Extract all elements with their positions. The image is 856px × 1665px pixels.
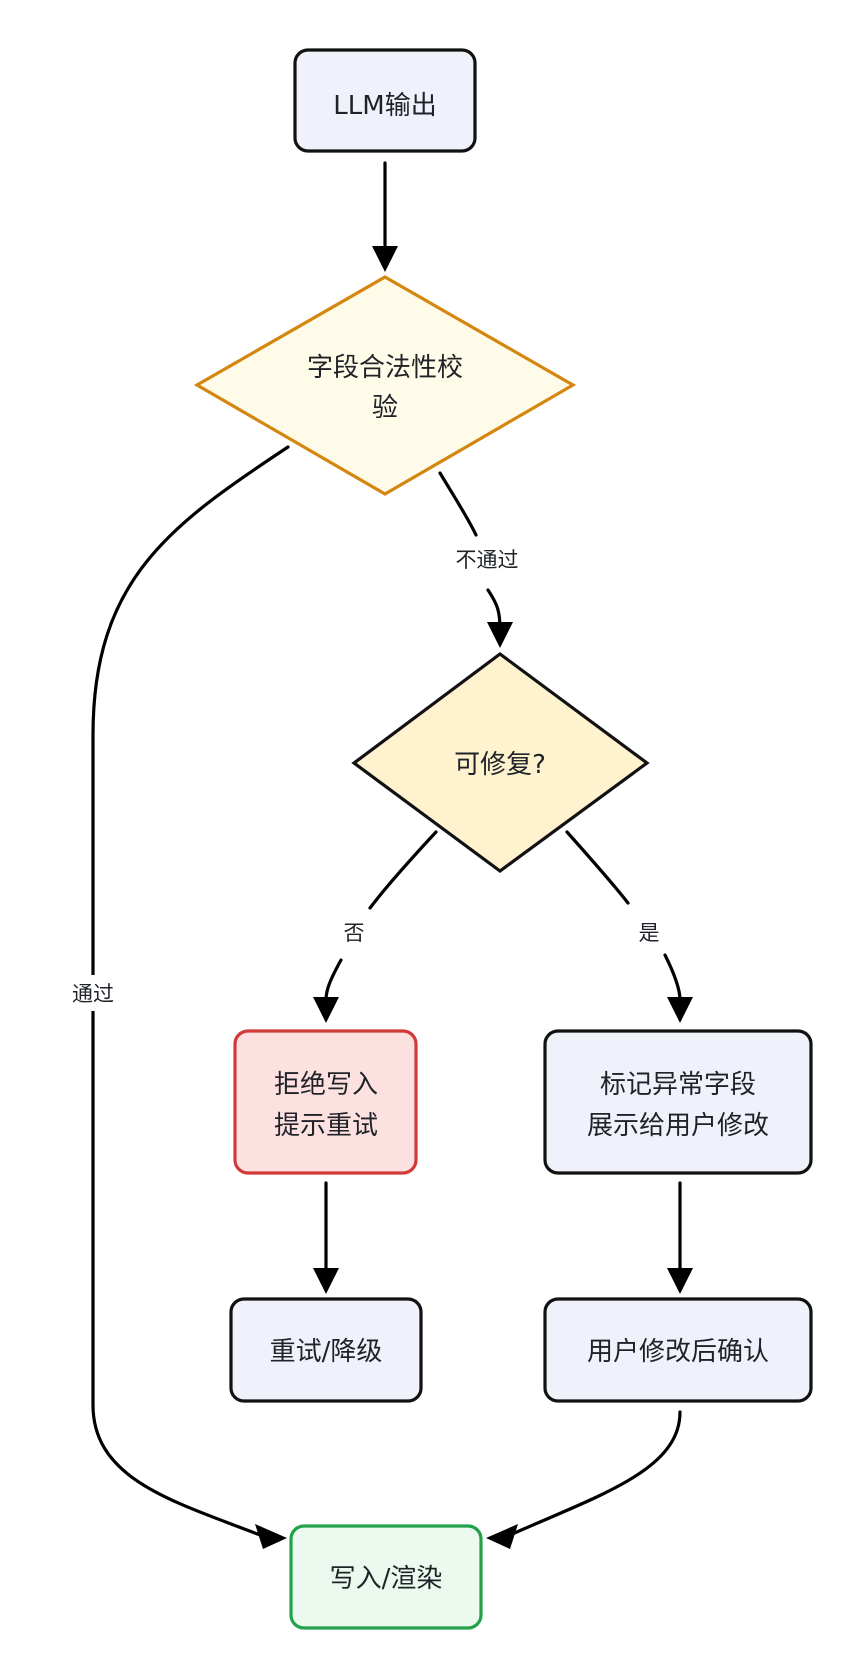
edge-label-pass-bg bbox=[60, 975, 126, 1011]
node-reject-label-line-2: 提示重试 bbox=[274, 1111, 378, 1141]
edge-output-to-check-arrowhead bbox=[372, 246, 398, 272]
node-write-label: 写入/渲染 bbox=[330, 1564, 443, 1594]
edge-label-no-bg bbox=[333, 914, 375, 950]
node-mark-box bbox=[543, 1029, 813, 1175]
edge-label-no: 否 bbox=[344, 921, 365, 945]
node-user-confirm-box bbox=[543, 1297, 813, 1403]
node-fixable-label: 可修复? bbox=[454, 750, 546, 780]
edges: 不通过 通过 否 是 bbox=[60, 161, 693, 1549]
node-write: 写入/渲染 bbox=[289, 1524, 483, 1630]
edge-label-fail-bg bbox=[446, 541, 528, 577]
node-field-check-label-line-1: 字段合法性校 bbox=[307, 353, 463, 383]
node-mark: 标记异常字段 展示给用户修改 bbox=[543, 1029, 813, 1175]
node-mark-label-line-2: 展示给用户修改 bbox=[587, 1111, 769, 1141]
node-llm-output: LLM输出 bbox=[293, 48, 477, 153]
edge-label-pass: 通过 bbox=[72, 982, 114, 1006]
edge-label-fail: 不通过 bbox=[456, 548, 519, 572]
nodes: LLM输出 字段合法性校 验 可修复? 拒绝写入 提示重试 标记异常字段 展示给… bbox=[193, 48, 813, 1630]
edge-check-to-write bbox=[91, 445, 290, 1537]
node-llm-output-label: LLM输出 bbox=[333, 91, 436, 121]
edge-fixable-to-reject-arrowhead bbox=[313, 997, 339, 1023]
node-user-confirm-label: 用户修改后确认 bbox=[587, 1337, 769, 1367]
edge-check-to-fixable-arrowhead bbox=[487, 622, 513, 648]
edge-label-yes-bg bbox=[628, 914, 670, 950]
edge-label-yes: 是 bbox=[639, 921, 660, 945]
node-reject-label-line-1: 拒绝写入 bbox=[274, 1070, 378, 1100]
edge-confirm-to-write-arrowhead bbox=[486, 1524, 518, 1549]
edge-confirm-to-write bbox=[508, 1410, 682, 1537]
edge-reject-to-retry-arrowhead bbox=[313, 1268, 339, 1294]
node-retry: 重试/降级 bbox=[229, 1297, 423, 1403]
node-retry-box bbox=[229, 1297, 423, 1403]
edge-mark-to-confirm-arrowhead bbox=[667, 1268, 693, 1294]
node-field-check-diamond bbox=[193, 275, 577, 496]
node-mark-label-line-1: 标记异常字段 bbox=[600, 1070, 756, 1100]
node-reject-box bbox=[233, 1029, 418, 1175]
node-field-check: 字段合法性校 验 bbox=[193, 275, 577, 496]
node-user-confirm: 用户修改后确认 bbox=[543, 1297, 813, 1403]
node-llm-output-box bbox=[293, 48, 477, 153]
node-fixable: 可修复? bbox=[351, 652, 650, 873]
node-field-check-label-line-2: 验 bbox=[372, 393, 398, 423]
node-retry-label: 重试/降级 bbox=[270, 1337, 383, 1367]
node-reject: 拒绝写入 提示重试 bbox=[233, 1029, 418, 1175]
node-fixable-diamond bbox=[351, 652, 650, 873]
edge-fixable-to-mark-arrowhead bbox=[667, 997, 693, 1023]
edge-check-to-write-arrowhead bbox=[255, 1524, 287, 1549]
node-write-box bbox=[289, 1524, 483, 1630]
